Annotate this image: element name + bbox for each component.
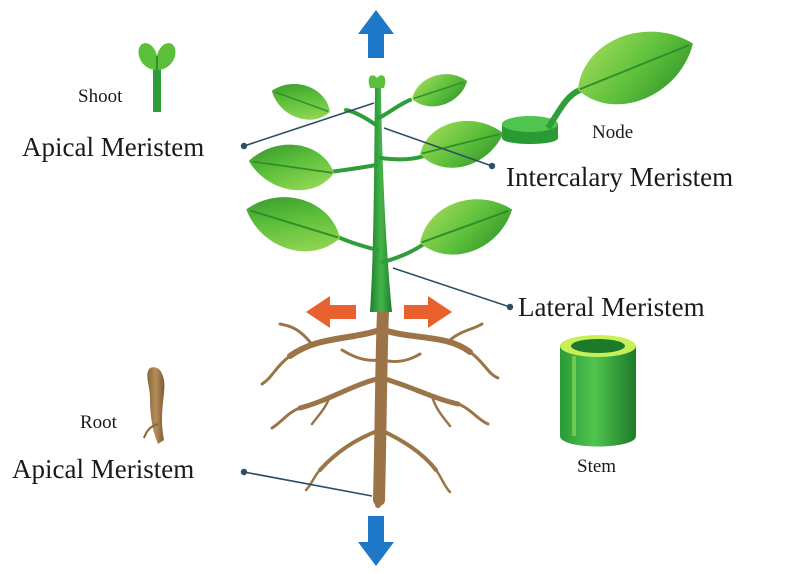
shoot-label: Shoot bbox=[78, 86, 122, 108]
intercalary-meristem-label: Intercalary Meristem bbox=[506, 162, 733, 193]
node-label: Node bbox=[592, 122, 633, 144]
root-label: Root bbox=[80, 412, 117, 434]
stem-label: Stem bbox=[577, 456, 616, 478]
root-tip-icon bbox=[144, 367, 164, 444]
shoot-tip-icon bbox=[138, 43, 175, 112]
stem-cylinder-icon bbox=[560, 335, 636, 447]
down-arrow-icon bbox=[358, 516, 394, 566]
up-arrow-icon bbox=[358, 10, 394, 58]
shoot-apical-meristem-label: Apical Meristem bbox=[22, 132, 204, 163]
root-apical-meristem-label: Apical Meristem bbox=[12, 454, 194, 485]
lateral-meristem-label: Lateral Meristem bbox=[518, 292, 705, 323]
root-system bbox=[262, 312, 498, 505]
left-arrow-icon bbox=[306, 296, 356, 328]
right-arrow-icon bbox=[404, 296, 452, 328]
